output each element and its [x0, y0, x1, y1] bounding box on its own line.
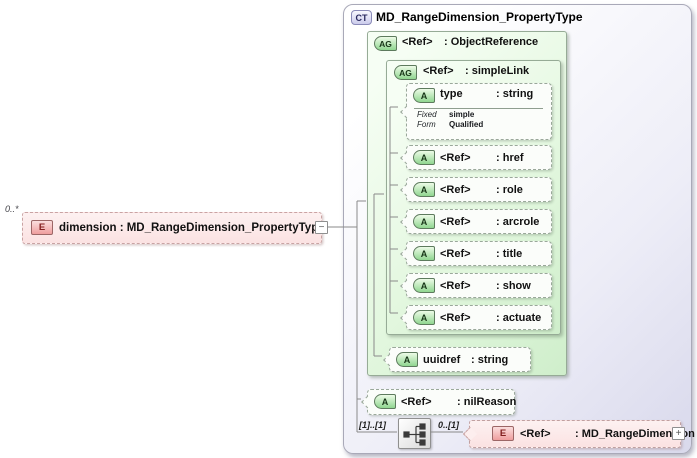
attribute-icon: A: [396, 352, 418, 367]
attribute-icon: A: [374, 394, 396, 409]
attribute-title[interactable]: A <Ref> : title: [406, 241, 552, 266]
attribute-datatype: : nilReason: [457, 396, 517, 408]
attribute-datatype: : href: [496, 151, 524, 164]
attribute-datatype: : show: [496, 279, 531, 292]
objectreference-type-label: : ObjectReference: [444, 36, 539, 48]
rangedimension-ref-label: <Ref>: [520, 428, 551, 440]
element-dimension-label: dimension : MD_RangeDimension_PropertyTy…: [59, 222, 325, 234]
attribute-icon: A: [413, 278, 435, 293]
attribute-ref-label: <Ref>: [440, 279, 471, 292]
element-icon: E: [492, 426, 514, 441]
attribute-ref-label: <Ref>: [440, 215, 471, 228]
attribute-nilreason[interactable]: A <Ref> : nilReason: [367, 389, 517, 415]
element-md-rangedimension[interactable]: E <Ref> : MD_RangeDimension +: [469, 420, 695, 448]
attribute-ref-label: <Ref>: [440, 311, 471, 324]
attribute-actuate[interactable]: A <Ref> : actuate: [406, 305, 552, 330]
attribute-group-icon: AG: [374, 36, 397, 51]
attribute-type-datatype: : string: [496, 88, 534, 100]
attribute-icon: A: [413, 88, 435, 103]
element-dimension[interactable]: E dimension : MD_RangeDimension_Property…: [22, 212, 328, 244]
attribute-datatype: : arcrole: [496, 215, 540, 228]
complex-type-title: MD_RangeDimension_PropertyType: [376, 10, 583, 24]
simplelink-ref-label: <Ref>: [423, 65, 454, 77]
attribute-icon: A: [413, 150, 435, 165]
attribute-icon: A: [413, 246, 435, 261]
facet-form-value: Qualified: [449, 120, 484, 129]
simplelink-type-label: : simpleLink: [465, 65, 530, 77]
attribute-uuidref-name: uuidref: [423, 353, 461, 366]
attribute-uuidref[interactable]: A uuidref : string: [389, 347, 531, 372]
compositor-occurs-right: 0..[1]: [438, 420, 460, 430]
attribute-href[interactable]: A <Ref> : href: [406, 145, 552, 170]
facet-form-label: Form: [417, 120, 436, 129]
element-icon: E: [31, 220, 53, 235]
attribute-icon: A: [413, 182, 435, 197]
sequence-glyph: [403, 423, 426, 446]
attribute-arcrole[interactable]: A <Ref> : arcrole: [406, 209, 552, 234]
rangedimension-type-label: : MD_RangeDimension: [575, 428, 695, 440]
sequence-compositor-icon[interactable]: [398, 418, 431, 449]
complex-type-icon: CT: [351, 10, 372, 25]
attribute-group-icon: AG: [394, 65, 417, 80]
attribute-ref-label: <Ref>: [440, 183, 471, 196]
objectreference-ref-label: <Ref>: [402, 36, 433, 48]
collapse-handle[interactable]: −: [315, 221, 328, 234]
attribute-type-name: type: [440, 88, 463, 100]
source-element-cardinality: 0..*: [5, 204, 19, 214]
attribute-ref-label: <Ref>: [401, 396, 432, 408]
expand-handle[interactable]: +: [672, 427, 685, 440]
complex-type-md-rangedimension-propertytype[interactable]: CT MD_RangeDimension_PropertyType AG <Re…: [343, 4, 695, 454]
facet-fixed-value: simple: [449, 110, 475, 119]
attribute-datatype: : role: [496, 183, 523, 196]
attribute-role[interactable]: A <Ref> : role: [406, 177, 552, 202]
attribute-datatype: : actuate: [496, 311, 542, 324]
attribute-ref-label: <Ref>: [440, 247, 471, 260]
attribute-datatype: : string: [471, 353, 509, 366]
compositor-occurs-left: [1]..[1]: [359, 420, 386, 430]
facet-separator: [414, 108, 543, 109]
attribute-group-simplelink[interactable]: AG <Ref> : simpleLink A type : string Fi…: [386, 60, 561, 335]
attribute-show[interactable]: A <Ref> : show: [406, 273, 552, 298]
facet-fixed-label: Fixed: [417, 110, 437, 119]
attribute-icon: A: [413, 310, 435, 325]
attribute-datatype: : title: [496, 247, 523, 260]
attribute-icon: A: [413, 214, 435, 229]
attribute-type[interactable]: A type : string Fixed simple Form Qualif…: [406, 83, 552, 140]
attribute-ref-label: <Ref>: [440, 151, 471, 164]
attribute-group-objectreference[interactable]: AG <Ref> : ObjectReference AG <Ref> : si…: [367, 31, 567, 376]
